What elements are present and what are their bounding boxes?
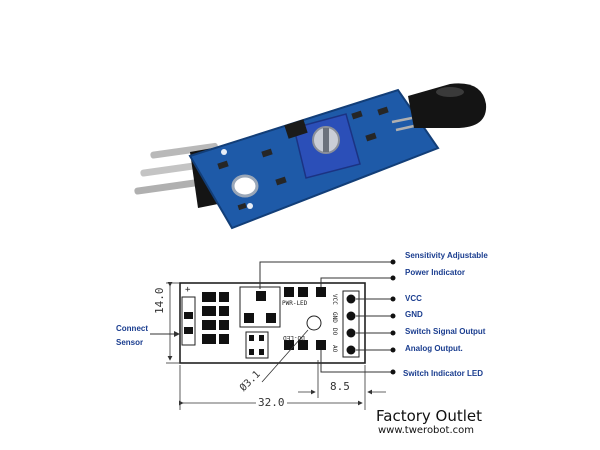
- silk-pin-ao: AO: [331, 345, 338, 353]
- dimension-height: [166, 282, 180, 364]
- brand-url: www.twerobot.com: [378, 425, 474, 436]
- silk-pwr-led: PWR-LED: [282, 300, 308, 307]
- dim-width-label: 32.0: [256, 396, 287, 409]
- callout-sensitivity: Sensitivity Adjustable: [405, 251, 488, 260]
- sensor-module-photo: [134, 83, 487, 230]
- callout-sensor: Sensor: [116, 338, 144, 347]
- callout-switch-signal: Switch Signal Output: [405, 327, 486, 336]
- potentiometer: [293, 113, 361, 179]
- callout-gnd: GND: [405, 310, 423, 319]
- power-led-pads: [284, 287, 326, 297]
- smd-components: [217, 106, 389, 211]
- mounting-hole: [231, 174, 259, 198]
- sensor-connector-pads: [181, 296, 196, 346]
- dimension-pin-spacing: [298, 360, 386, 398]
- dim-height-label: 14.0: [153, 287, 166, 315]
- chip-footprint: [245, 331, 269, 359]
- switch-led-pads: [284, 340, 326, 350]
- power-led: [221, 149, 227, 155]
- flame-sensor-photo: [391, 83, 487, 132]
- silk-pin-do: DO: [331, 328, 338, 336]
- callout-switch-led: Switch Indicator LED: [403, 369, 484, 378]
- callout-dots: [390, 259, 396, 375]
- callout-lines: [150, 261, 392, 373]
- silk-do-led: DO-LED: [283, 334, 305, 341]
- switch-led: [247, 203, 253, 209]
- dim-pin-spacing-label: 8.5: [330, 380, 350, 393]
- mounting-hole-outline: [306, 315, 322, 331]
- smd-pads: [202, 292, 229, 344]
- hole-leader: [261, 329, 309, 383]
- callout-power-indicator: Power Indicator: [405, 268, 466, 277]
- output-header: [342, 290, 360, 358]
- ic-chip: [284, 119, 308, 139]
- callout-analog-output: Analog Output.: [405, 344, 463, 353]
- silk-pin-gnd: GND: [331, 312, 338, 323]
- callout-vcc: VCC: [405, 294, 422, 303]
- callout-connect: Connect: [116, 324, 148, 333]
- brand-name: Factory Outlet: [376, 407, 483, 425]
- silk-plus: +: [185, 285, 191, 295]
- silk-pin-vcc: VCC: [331, 294, 338, 305]
